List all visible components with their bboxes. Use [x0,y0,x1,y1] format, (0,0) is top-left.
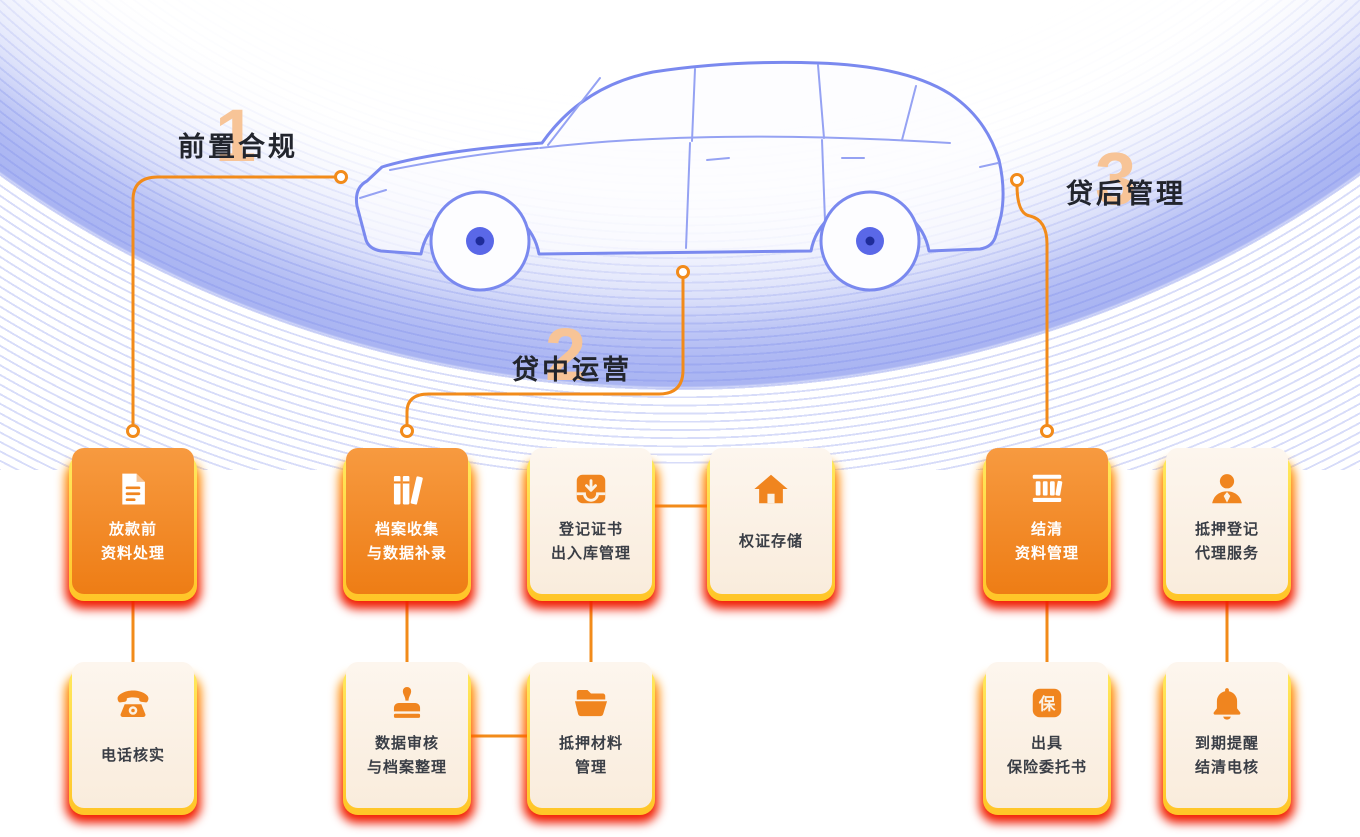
card-label: 权证存储 [738,533,803,550]
phase-1-label: 前置合规 [178,132,298,162]
card-pre-loan-processing: 放款前资料处理 [69,448,197,601]
card-label: 抵押材料 [558,735,623,752]
card-label: 出具 [1030,735,1063,752]
card-label: 代理服务 [1194,545,1259,562]
phase-2: 2 贷中运营 [505,318,725,448]
document-icon [72,470,194,510]
car-illustration [355,60,1005,292]
card-archive-collection: 档案收集与数据补录 [343,448,471,601]
phase-3-number: 3 [1095,137,1137,220]
card-phone-verification: 电话核实 [69,662,197,815]
bell-icon [1166,684,1288,724]
phase-3: 3 贷后管理 [1060,142,1280,272]
phase-1-number: 1 [215,94,257,177]
inbox-icon [530,470,652,510]
card-label: 电话核实 [100,747,165,764]
card-label: 到期提醒 [1194,735,1259,752]
card-label: 与档案整理 [366,759,447,776]
card-label: 保险委托书 [1006,759,1087,776]
agent-icon [1166,470,1288,510]
phase-3-label: 贷后管理 [1066,179,1186,209]
card-settlement-archive: 结清资料管理 [983,448,1111,601]
card-label: 登记证书 [558,521,623,538]
card-mortgage-materials: 抵押材料管理 [527,662,655,815]
phase-1: 1 前置合规 [150,95,370,225]
card-certificate-inout: 登记证书出入库管理 [527,448,655,601]
card-label: 放款前 [108,521,157,538]
card-label: 资料管理 [1014,545,1079,562]
card-due-reminder: 到期提醒结清电核 [1163,662,1291,815]
card-warrant-storage: 权证存储 [707,448,835,601]
insurance-icon: 保 [986,684,1108,724]
phone-icon [72,684,194,724]
folder-icon [530,684,652,724]
svg-text:保: 保 [1038,694,1056,714]
phase-2-label: 贷中运营 [512,355,632,385]
card-data-review: 数据审核与档案整理 [343,662,471,815]
card-mortgage-agency: 抵押登记代理服务 [1163,448,1291,601]
card-label: 结清电核 [1194,759,1259,776]
card-insurance-letter: 保 出具保险委托书 [983,662,1111,815]
card-label: 与数据补录 [366,545,447,562]
rear-wheel [819,190,921,292]
card-label: 档案收集 [374,521,439,538]
card-label: 资料处理 [100,545,165,562]
front-wheel [429,190,531,292]
shelf-icon [986,470,1108,510]
card-label: 管理 [574,759,607,776]
books-icon [346,470,468,510]
card-label: 数据审核 [374,735,439,752]
card-label: 抵押登记 [1194,521,1259,538]
home-icon [710,470,832,510]
card-label: 结清 [1030,521,1063,538]
card-label: 出入库管理 [550,545,631,562]
stamp-icon [346,684,468,724]
